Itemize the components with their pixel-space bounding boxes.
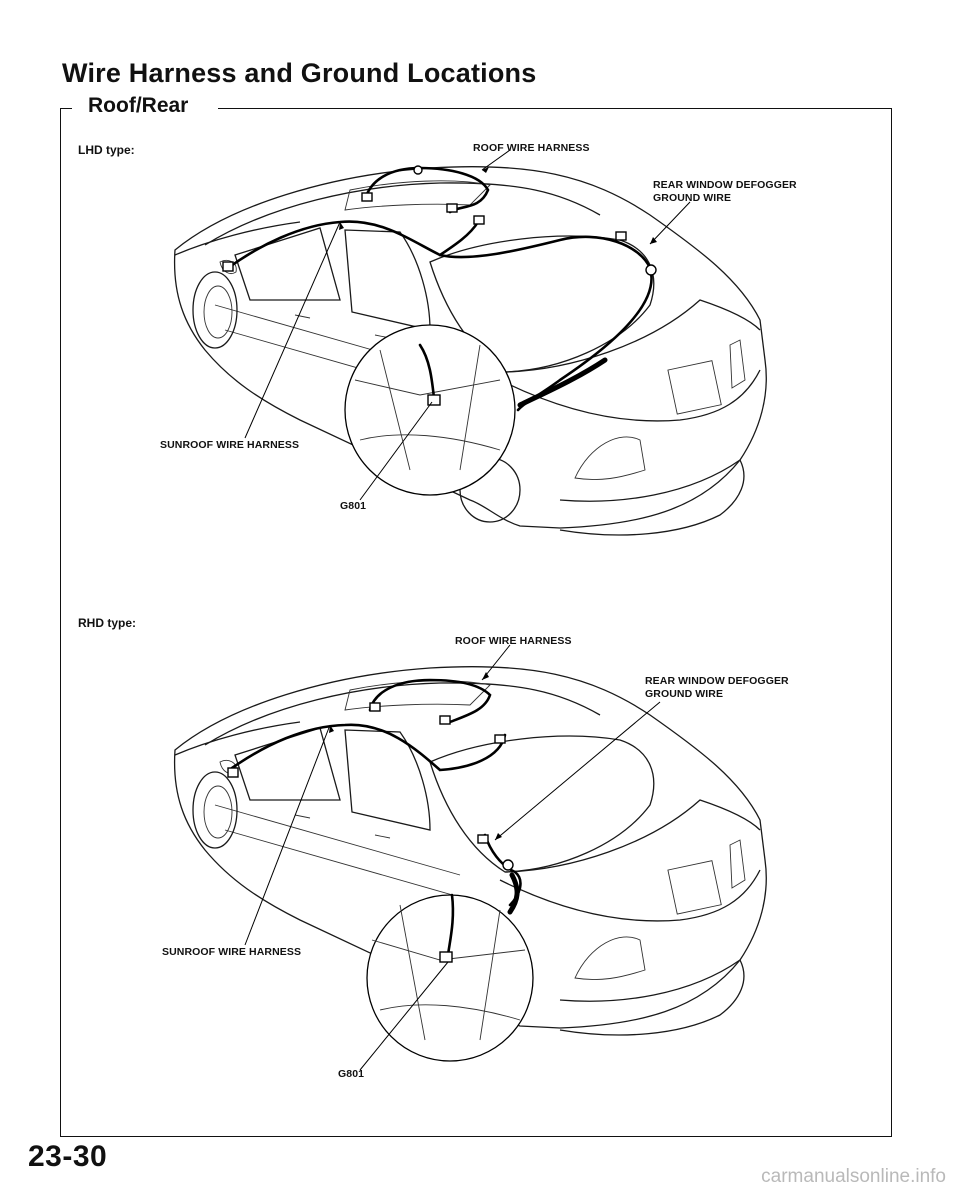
lhd-type-label: LHD type: (78, 143, 135, 157)
rhd-roof-wire-harness-label: ROOF WIRE HARNESS (455, 635, 572, 647)
lhd-sunroof-wire-harness-label: SUNROOF WIRE HARNESS (160, 439, 300, 451)
page-title: Wire Harness and Ground Locations (62, 58, 537, 88)
rhd-ground-label: G801 (338, 1068, 365, 1080)
lhd-defogger-label-line2: GROUND WIRE (653, 192, 732, 204)
lhd-car-view (173, 149, 767, 536)
lhd-defogger-label-line1: REAR WINDOW DEFOGGER (653, 179, 797, 191)
figure-frame (60, 108, 892, 1137)
frame-top-rule-right (218, 108, 892, 109)
watermark: carmanualsonline.info (761, 1166, 946, 1187)
frame-top-rule-left (60, 108, 72, 109)
page-number: 23-30 (28, 1140, 108, 1173)
rhd-sunroof-wire-harness-label: SUNROOF WIRE HARNESS (162, 946, 302, 958)
rhd-defogger-label-line2: GROUND WIRE (645, 688, 724, 700)
rhd-type-label: RHD type: (78, 616, 137, 630)
lhd-ground-label: G801 (340, 500, 367, 512)
section-title: Roof/Rear (78, 94, 199, 118)
lhd-roof-wire-harness-label: ROOF WIRE HARNESS (473, 142, 590, 154)
rhd-defogger-label-line1: REAR WINDOW DEFOGGER (645, 675, 789, 687)
rhd-car-view (173, 644, 767, 1071)
